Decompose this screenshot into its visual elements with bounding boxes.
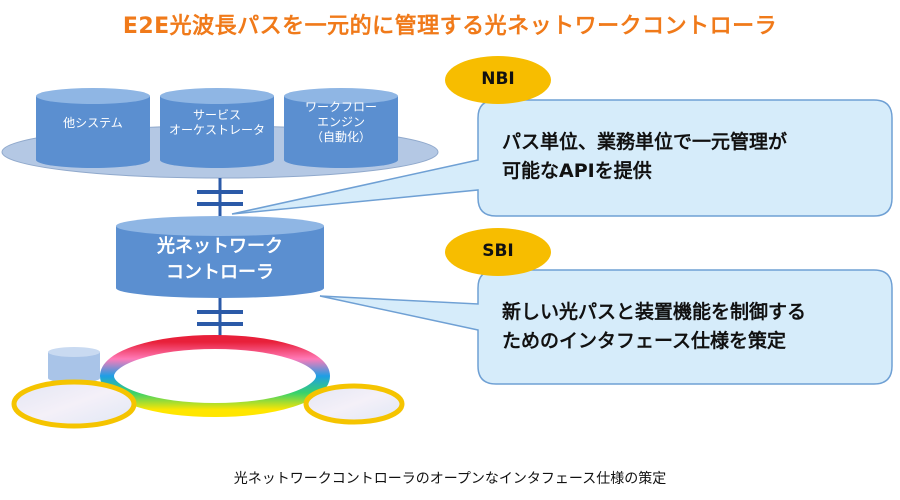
upper-system-3-line2: エンジン	[316, 115, 365, 129]
sbi-callout-bubble	[319, 269, 893, 385]
sbi-label: SBI	[482, 241, 514, 261]
sbi-description: 新しい光パスと装置機能を制御する ためのインタフェース仕様を策定	[502, 298, 806, 356]
controller-label-line1: 光ネットワーク	[157, 236, 283, 257]
nbi-callout-bubble	[231, 99, 893, 217]
nbi-connector	[197, 178, 243, 222]
sbi-pill	[445, 228, 551, 276]
nbi-label: NBI	[481, 69, 515, 89]
upper-system-2-line2: オーケストレータ	[168, 123, 265, 137]
controller-label-line2: コントローラ	[166, 262, 274, 283]
upper-system-cylinder-1	[36, 88, 150, 168]
upper-system-cylinder-2	[160, 88, 274, 168]
upper-system-label-2: サービス オーケストレータ	[160, 108, 274, 138]
upper-system-3-line3: （自動化）	[310, 130, 371, 144]
nbi-description-line2: 可能なAPIを提供	[502, 160, 652, 182]
optical-ring	[100, 335, 330, 417]
upper-system-3-line1: ワークフロー	[304, 100, 377, 114]
node-disk-left	[11, 379, 137, 429]
controller-cylinder	[116, 216, 324, 298]
page-title: E2E光波長パスを一元的に管理する光ネットワークコントローラ	[122, 14, 778, 39]
figure-caption: 光ネットワークコントローラのオープンなインタフェース仕様の策定	[233, 471, 667, 487]
device-cube	[48, 347, 100, 383]
nbi-description-line1: パス単位、業務単位で一元管理が	[502, 131, 788, 153]
controller-label: 光ネットワーク コントローラ	[116, 234, 324, 286]
upper-system-label-1: 他システム	[36, 116, 150, 131]
node-disk-right	[303, 383, 405, 425]
upper-system-1-line1: 他システム	[63, 116, 123, 130]
upper-system-2-line1: サービス	[192, 108, 241, 122]
upper-system-cylinder-3	[284, 88, 398, 168]
sbi-description-line1: 新しい光パスと装置機能を制御する	[502, 301, 807, 323]
upper-system-label-3: ワークフロー エンジン （自動化）	[284, 100, 398, 145]
sbi-description-line2: ためのインタフェース仕様を策定	[502, 330, 787, 352]
nbi-pill	[445, 56, 551, 104]
nbi-description: パス単位、業務単位で一元管理が 可能なAPIを提供	[502, 128, 787, 186]
